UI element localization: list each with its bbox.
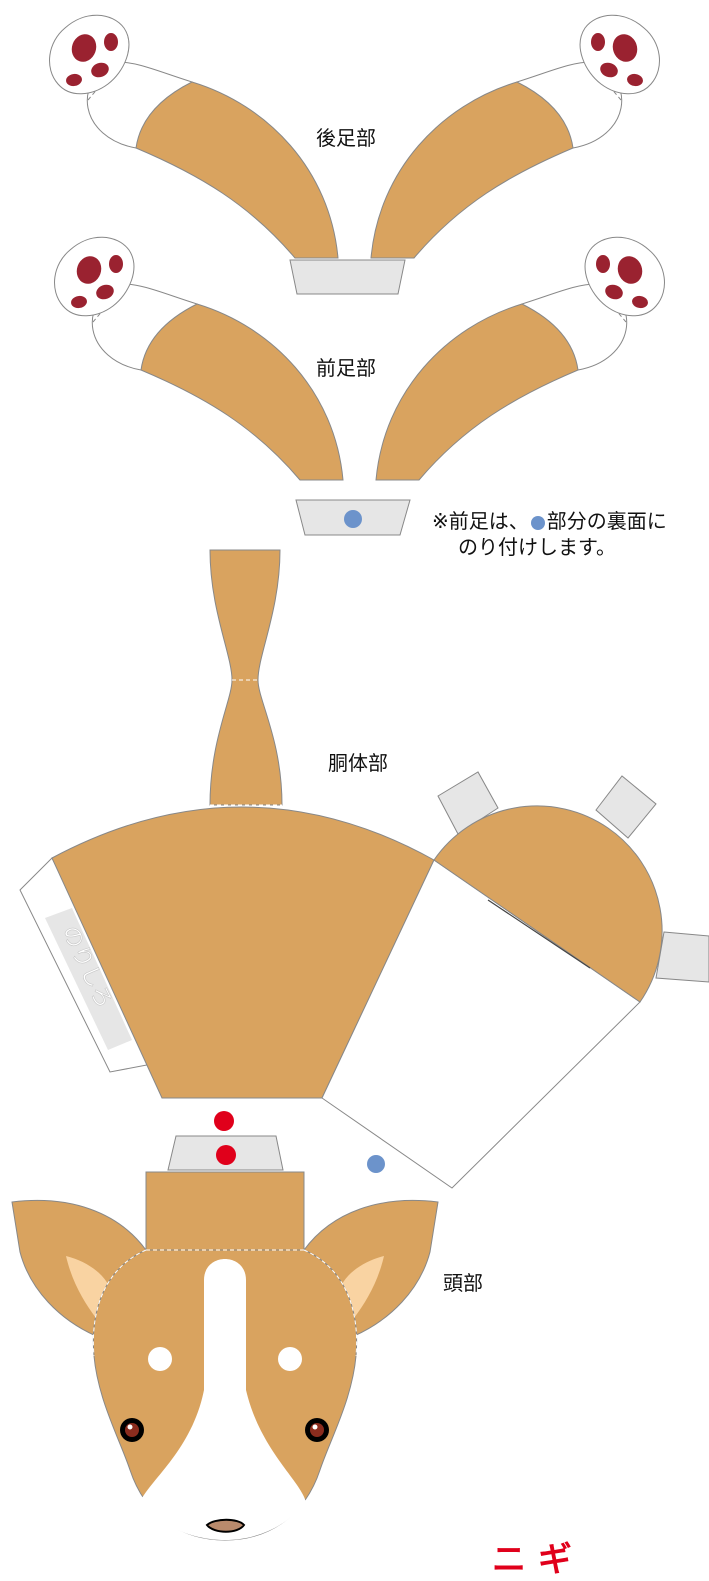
neck-red-marker-1 [214,1111,234,1131]
hind-legs-label: 後足部 [316,126,376,150]
tail [209,549,283,806]
cheek-dot-right [278,1347,302,1371]
nose [205,1518,246,1533]
chest-tab-3 [655,931,709,983]
head-label: 頭部 [443,1271,483,1295]
hind-legs-glue-tab [289,259,406,295]
torso-body [51,806,435,1099]
note-blue-dot-icon [530,515,545,530]
face-blaze [140,1259,306,1540]
torso-glue-tab-gray [45,908,132,1050]
papercraft-sheet: のりしろ [11,14,709,1541]
chest-tab-2 [595,775,657,839]
torso-blue-marker [367,1155,385,1173]
front-legs-blue-marker [344,510,362,528]
eye-right [305,1418,329,1442]
neck-red-marker-2 [216,1145,236,1165]
note-suffix: 部分の裏面に [546,509,667,533]
chest-disc [433,805,663,1003]
front-leg-right [375,236,665,481]
note-line2: のり付けします。 [458,535,616,559]
hind-leg-left [49,14,339,259]
front-legs-label: 前足部 [316,356,376,380]
bottom-cut-text: ニ ギ [492,1540,572,1580]
torso-label: 胴体部 [328,751,388,775]
front-legs-part [54,236,665,536]
chest-tab-1 [437,771,499,835]
torso-part: のりしろ [19,549,709,1189]
head-neck-block [145,1171,305,1251]
front-legs-note: ※前足は、部分の裏面に のり付けします。 [432,508,667,560]
hind-legs-part [49,14,660,295]
cheek-dot-left [148,1347,172,1371]
note-prefix: ※前足は、 [432,509,529,533]
hind-leg-right [370,14,660,259]
head-part [11,1171,439,1541]
eye-left [120,1418,144,1442]
